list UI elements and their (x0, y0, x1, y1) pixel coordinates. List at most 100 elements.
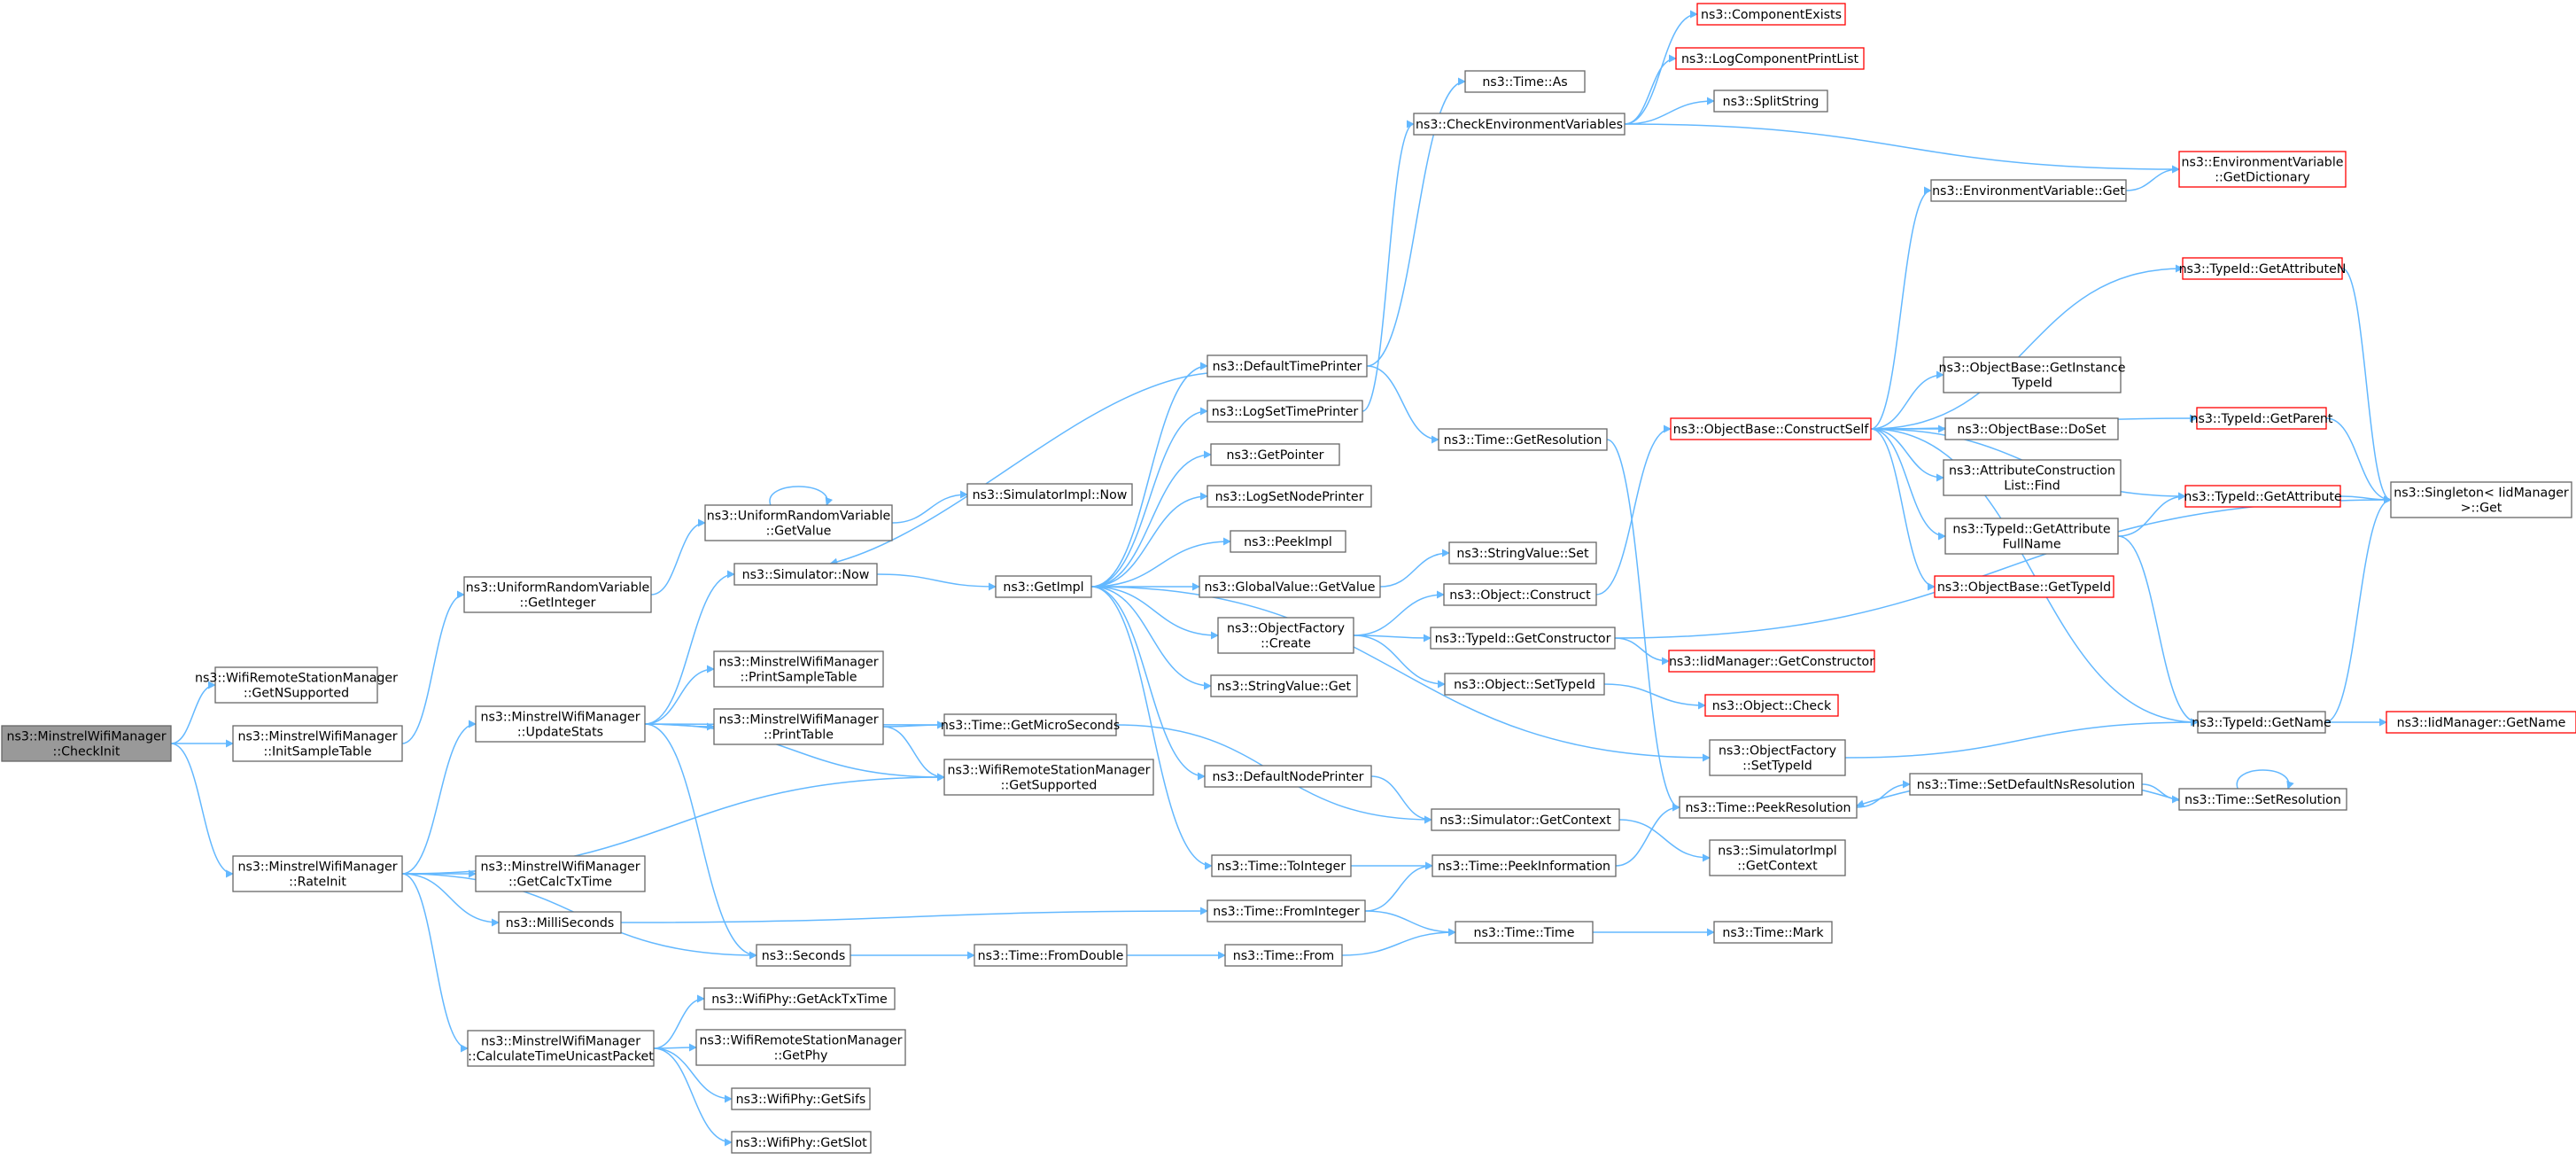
node-peekimpl[interactable]: ns3::PeekImpl (1230, 530, 1346, 553)
edge-envvar_get-to-envvar_getdictionary (2125, 165, 2180, 191)
node-peekinformation[interactable]: ns3::Time::PeekInformation (1432, 854, 1617, 877)
node-label: ns3::LogSetNodePrinter (1215, 490, 1364, 504)
node-ob_gettypeid[interactable]: ns3::ObjectBase::GetTypeId (1934, 575, 2114, 598)
node-seconds[interactable]: ns3::Seconds (756, 944, 851, 967)
node-label: ns3::WifiPhy::GetAckTxTime (711, 993, 888, 1007)
node-printsampletable[interactable]: ns3::MinstrelWifiManager::PrintSampleTab… (713, 650, 884, 688)
node-getresolution[interactable]: ns3::Time::GetResolution (1438, 428, 1608, 451)
node-label: ns3::Simulator::GetContext (1439, 814, 1611, 828)
node-envvar_get[interactable]: ns3::EnvironmentVariable::Get (1930, 179, 2127, 202)
node-label: ns3::SimulatorImpl::Now (973, 488, 1128, 502)
node-defaultnodeprinter[interactable]: ns3::DefaultNodePrinter (1204, 765, 1372, 788)
node-initsampletable[interactable]: ns3::MinstrelWifiManager::InitSampleTabl… (232, 725, 403, 762)
node-getphy[interactable]: ns3::WifiRemoteStationManager::GetPhy (695, 1029, 906, 1066)
node-label: ns3::EnvironmentVariable::Get (1932, 184, 2125, 199)
node-checkinit[interactable]: ns3::MinstrelWifiManager::CheckInit (1, 725, 172, 762)
node-stringvalue_get[interactable]: ns3::StringValue::Get (1210, 674, 1358, 697)
edge-getimpl-to-peekimpl (1090, 537, 1231, 588)
node-label: ns3::Singleton< IidManager (2394, 487, 2569, 501)
edge-getattributefullname-to-typeid_getname (2117, 535, 2199, 727)
node-object_construct[interactable]: ns3::Object::Construct (1443, 583, 1597, 606)
node-label: ns3::MilliSeconds (506, 916, 615, 930)
node-urv_getvalue[interactable]: ns3::UniformRandomVariable::GetValue (704, 504, 893, 541)
node-setresolution[interactable]: ns3::Time::SetResolution (2178, 788, 2347, 811)
node-getimpl[interactable]: ns3::GetImpl (995, 575, 1092, 598)
node-stringvalue_set[interactable]: ns3::StringValue::Set (1448, 541, 1597, 564)
node-singleton_get[interactable]: ns3::Singleton< IidManager >::Get (2390, 481, 2572, 518)
node-label: ns3::TypeId::GetParent (2190, 412, 2332, 426)
node-object_check[interactable]: ns3::Object::Check (1704, 694, 1839, 717)
edge-getparent-to-singleton_get (2325, 417, 2392, 504)
node-setdefaultnsresolution[interactable]: ns3::Time::SetDefaultNsResolution (1909, 773, 2143, 796)
node-updatestats[interactable]: ns3::MinstrelWifiManager::UpdateStats (475, 705, 646, 743)
node-gv_getvalue[interactable]: ns3::GlobalValue::GetValue (1199, 575, 1381, 598)
edge-construct_self-to-envvar_get (1870, 186, 1932, 430)
node-logsetnodeprinter[interactable]: ns3::LogSetNodePrinter (1207, 485, 1372, 508)
node-getparent[interactable]: ns3::TypeId::GetParent (2190, 407, 2333, 430)
node-getacktxtime[interactable]: ns3::WifiPhy::GetAckTxTime (703, 987, 896, 1010)
node-getattribute[interactable]: ns3::TypeId::GetAttribute (2184, 485, 2342, 508)
node-getsupported[interactable]: ns3::WifiRemoteStationManager::GetSuppor… (943, 759, 1154, 796)
node-label: ::PrintSampleTable (740, 671, 857, 685)
node-box (966, 483, 1133, 506)
node-label: ns3::ComponentExists (1701, 8, 1842, 22)
node-peekresolution[interactable]: ns3::Time::PeekResolution (1679, 796, 1858, 819)
node-box (1432, 854, 1617, 877)
node-checkenvvars[interactable]: ns3::CheckEnvironmentVariables (1413, 113, 1626, 136)
node-iid_getname[interactable]: ns3::IidManager::GetName (2386, 711, 2576, 734)
node-getpointer[interactable]: ns3::GetPointer (1210, 443, 1340, 466)
node-getmicroseconds[interactable]: ns3::Time::GetMicroSeconds (941, 713, 1120, 736)
node-splitstring[interactable]: ns3::SplitString (1713, 90, 1828, 113)
node-milliseconds[interactable]: ns3::MilliSeconds (498, 911, 622, 934)
node-simimpl_getcontext[interactable]: ns3::SimulatorImpl::GetContext (1709, 839, 1846, 876)
node-label: FullName (2002, 538, 2060, 552)
node-tointeger[interactable]: ns3::Time::ToInteger (1211, 854, 1352, 877)
node-doset[interactable]: ns3::ObjectBase::DoSet (1944, 417, 2119, 440)
node-getslot[interactable]: ns3::WifiPhy::GetSlot (731, 1131, 872, 1154)
node-box (1930, 179, 2127, 202)
node-label: ns3::Object::SetTypeId (1454, 678, 1595, 692)
node-getcalctxtime[interactable]: ns3::MinstrelWifiManager::GetCalcTxTime (475, 855, 646, 892)
node-fromdouble[interactable]: ns3::Time::FromDouble (974, 944, 1128, 967)
node-calctimeunicast[interactable]: ns3::MinstrelWifiManager::CalculateTimeU… (467, 1030, 655, 1067)
node-logsettimeprinter[interactable]: ns3::LogSetTimePrinter (1207, 400, 1363, 423)
node-object_settypeid[interactable]: ns3::Object::SetTypeId (1444, 673, 1605, 696)
node-logcomponentprintlist[interactable]: ns3::LogComponentPrintList (1675, 47, 1865, 70)
node-getattributen[interactable]: ns3::TypeId::GetAttributeN (2179, 257, 2347, 280)
node-of_create[interactable]: ns3::ObjectFactory::Create (1217, 617, 1354, 654)
node-time_mark[interactable]: ns3::Time::Mark (1713, 921, 1833, 944)
node-iid_getconstructor[interactable]: ns3::IidManager::GetConstructor (1668, 650, 1875, 673)
node-typeid_getname[interactable]: ns3::TypeId::GetName (2192, 711, 2332, 734)
node-sim_getcontext[interactable]: ns3::Simulator::GetContext (1431, 808, 1620, 831)
node-rateinit[interactable]: ns3::MinstrelWifiManager::RateInit (232, 855, 403, 892)
node-construct_self[interactable]: ns3::ObjectBase::ConstructSelf (1670, 417, 1872, 440)
node-getsifs[interactable]: ns3::WifiPhy::GetSifs (731, 1087, 871, 1110)
node-box (1207, 899, 1366, 923)
node-box (703, 987, 896, 1010)
node-box (1443, 583, 1597, 606)
node-typeid_getconstructor[interactable]: ns3::TypeId::GetConstructor (1430, 627, 1616, 650)
node-label: ns3::GetPointer (1226, 448, 1323, 463)
node-box (475, 855, 646, 892)
node-componentexists[interactable]: ns3::ComponentExists (1696, 3, 1846, 26)
node-simulator_now[interactable]: ns3::Simulator::Now (733, 563, 878, 586)
node-label: ns3::WifiRemoteStationManager (195, 672, 398, 686)
node-urv_getinteger[interactable]: ns3::UniformRandomVariable::GetInteger (463, 576, 652, 613)
node-time_time[interactable]: ns3::Time::Time (1455, 921, 1594, 944)
node-box (1210, 674, 1358, 697)
node-label: ns3::TypeId::GetConstructor (1435, 632, 1611, 646)
node-getnsupported[interactable]: ns3::WifiRemoteStationManager::GetNSuppo… (195, 666, 398, 704)
node-printtable[interactable]: ns3::MinstrelWifiManager::PrintTable (713, 708, 884, 745)
node-time_from[interactable]: ns3::Time::From (1224, 944, 1343, 967)
node-envvar_getdictionary[interactable]: ns3::EnvironmentVariable::GetDictionary (2178, 151, 2347, 188)
node-of_settypeid[interactable]: ns3::ObjectFactory::SetTypeId (1709, 739, 1846, 776)
node-frominteger[interactable]: ns3::Time::FromInteger (1207, 899, 1366, 923)
node-time_as[interactable]: ns3::Time::As (1464, 70, 1586, 93)
node-defaulttimeprinter[interactable]: ns3::DefaultTimePrinter (1207, 354, 1368, 378)
node-box (756, 944, 851, 967)
node-simimpl_now[interactable]: ns3::SimulatorImpl::Now (966, 483, 1133, 506)
